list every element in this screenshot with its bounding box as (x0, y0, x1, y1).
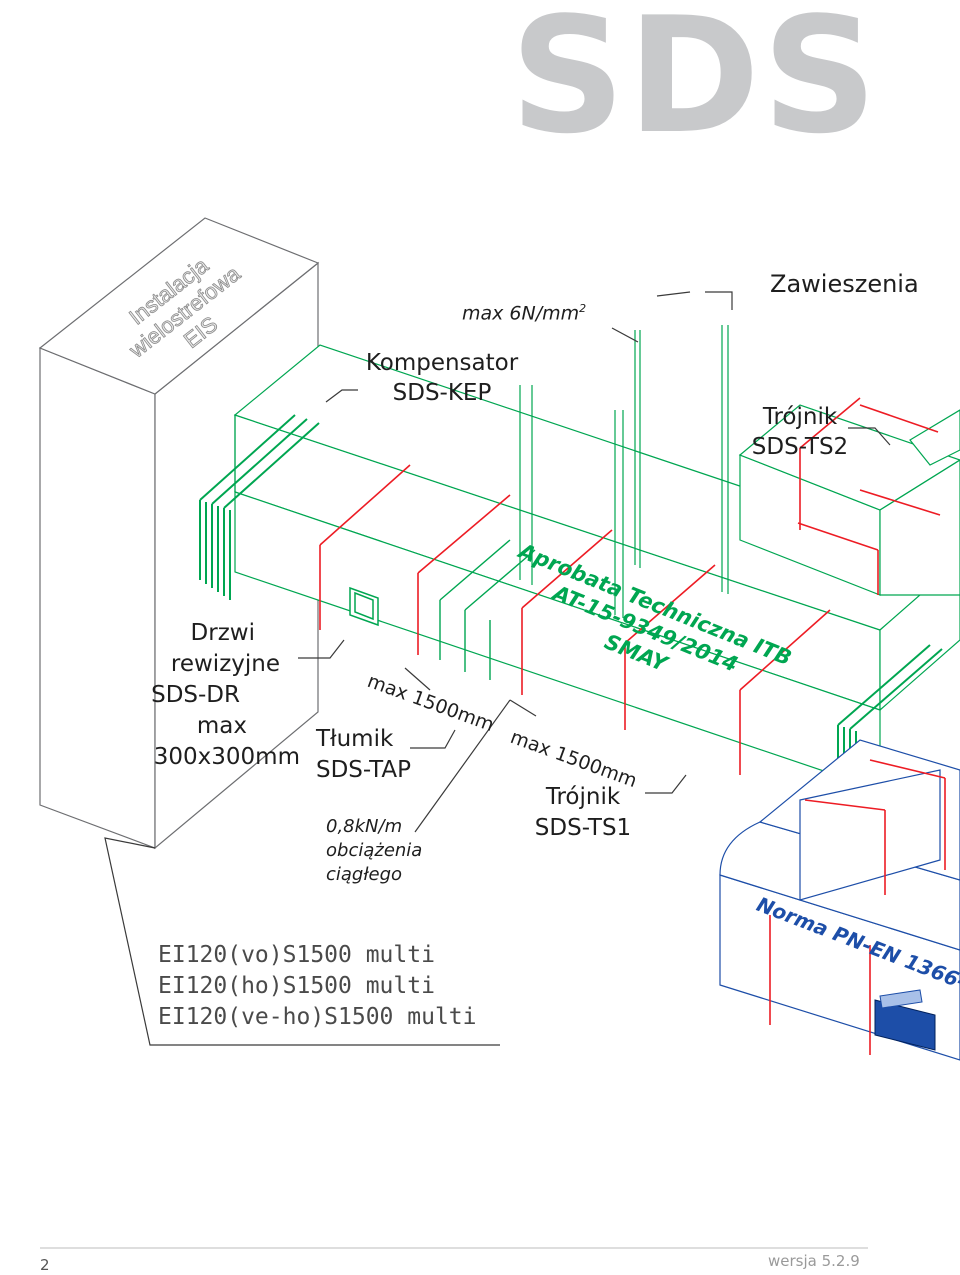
trojnik-ts2-line-1: Trójnik (762, 404, 838, 430)
classification-line-1: EI120(vo)S1500 multi (158, 942, 435, 968)
drzwi-line-2: rewizyjne (170, 651, 280, 677)
zawieszenia-label: Zawieszenia (770, 270, 919, 298)
drzwi-line-3: SDS-DR (151, 682, 240, 708)
kompensator-line-2: SDS-KEP (392, 380, 492, 406)
duct-flanges (319, 464, 831, 775)
drzwi-line-5: 300x300mm (153, 744, 300, 770)
tlumik-line-2: SDS-TAP (316, 757, 411, 783)
trojnik-ts1-line-1: Trójnik (545, 784, 621, 810)
drzwi-label: Drzwi rewizyjne SDS-DR max 300x300mm (120, 618, 300, 773)
tlumik-label: Tłumik SDS-TAP (316, 724, 411, 786)
trojnik-ts2-line-2: SDS-TS2 (751, 434, 849, 460)
inspection-door (349, 586, 379, 627)
classification-label: EI120(vo)S1500 multi EI120(ho)S1500 mult… (158, 940, 477, 1033)
kompensator-line-1: Kompensator (365, 350, 519, 376)
silencer-baffles (439, 539, 536, 680)
page-number: 2 (40, 1256, 50, 1274)
version-label: wersja 5.2.9 (768, 1252, 860, 1270)
footer-rule (40, 1247, 868, 1249)
upper-branch-flanges (797, 397, 941, 595)
hanger-rods (519, 325, 729, 618)
kompensator-label: Kompensator SDS-KEP (352, 348, 532, 408)
drzwi-line-1: Drzwi (190, 620, 255, 646)
load-line-text-1: obciążenia (326, 840, 423, 861)
leader-lines (104, 291, 891, 1046)
load-point-label: max 6N/mm2 (462, 302, 586, 324)
fire-damper (874, 989, 936, 1051)
trojnik-ts2-label: Trójnik SDS-TS2 (740, 402, 860, 462)
upper-branch (738, 404, 960, 596)
load-line-value: 0,8kN/m (326, 816, 403, 837)
tlumik-line-1: Tłumik (316, 726, 394, 752)
main-duct (233, 344, 960, 712)
load-line-label: 0,8kN/m obciążenia ciągłego (326, 815, 422, 887)
load-line-text-2: ciągłego (326, 864, 403, 885)
trojnik-ts1-line-2: SDS-TS1 (534, 815, 632, 841)
lower-duct-flanges (769, 759, 946, 1055)
classification-line-3: EI120(ve-ho)S1500 multi (158, 1004, 477, 1030)
brand-title: SDS (510, 0, 880, 169)
classification-line-2: EI120(ho)S1500 multi (158, 973, 435, 999)
load-point-value: max 6N/mm (462, 302, 580, 325)
load-point-exponent: 2 (579, 302, 587, 315)
drzwi-line-4: max (196, 713, 247, 739)
trojnik-ts1-label: Trójnik SDS-TS1 (528, 782, 638, 844)
kompensator-bands (199, 414, 320, 600)
